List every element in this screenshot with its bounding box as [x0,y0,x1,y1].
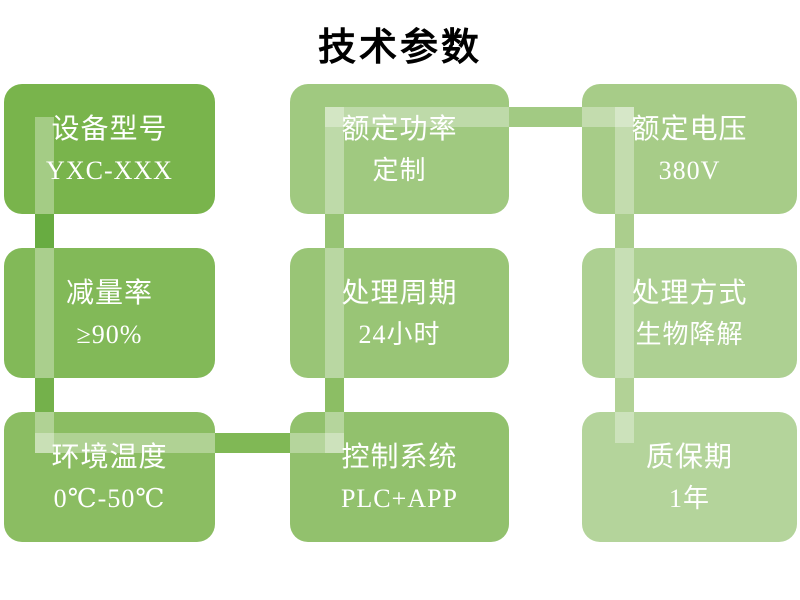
param-box-reduction-rate: 减量率 ≥90% [4,248,215,378]
connector-segment-1 [35,214,54,248]
connector-segment-2 [35,378,54,412]
param-label: 环境温度 [51,442,168,473]
connector-segment-8 [615,378,634,412]
param-label: 额定电压 [631,114,748,145]
param-box-processing-method: 处理方式 生物降解 [582,248,797,378]
connector-pipe-vertical-col2 [325,107,344,453]
param-label: 减量率 [65,278,153,309]
connector-segment-5 [325,214,344,248]
param-label: 设备型号 [51,114,168,145]
param-value: 380V [658,156,721,185]
param-box-device-model: 设备型号 YXC-XXX [4,84,215,214]
connector-pipe-vertical-col3 [615,107,634,443]
slide-title: 技术参数 [317,27,482,69]
param-value: 定制 [372,156,427,185]
param-label: 质保期 [645,442,733,473]
param-value: ≥90% [76,320,143,349]
param-box-rated-power: 额定功率 定制 [290,84,509,214]
param-value: 1年 [668,484,710,513]
param-value: 24小时 [358,320,441,349]
param-value: 0℃-50℃ [53,484,166,513]
param-label: 处理周期 [341,278,458,309]
connector-pipe-horizontal-row3 [35,433,344,453]
param-box-processing-cycle: 处理周期 24小时 [290,248,509,378]
param-box-control-system: 控制系统 PLC+APP [290,412,509,542]
connector-pipe-vertical-col1 [35,117,54,453]
connector-segment-3 [215,433,290,453]
connector-segment-4 [325,378,344,412]
connector-segment-7 [615,214,634,248]
param-box-ambient-temperature: 环境温度 0℃-50℃ [4,412,215,542]
param-label: 控制系统 [341,442,458,473]
param-label: 处理方式 [631,278,748,309]
connector-pipe-horizontal-row1 [325,107,634,127]
param-value: PLC+APP [340,484,459,513]
param-label: 额定功率 [341,114,458,145]
param-value: YXC-XXX [46,156,173,185]
param-box-rated-voltage: 额定电压 380V [582,84,797,214]
param-box-warranty-period: 质保期 1年 [582,412,797,542]
param-value: 生物降解 [635,320,744,349]
connector-segment-6 [509,107,582,127]
